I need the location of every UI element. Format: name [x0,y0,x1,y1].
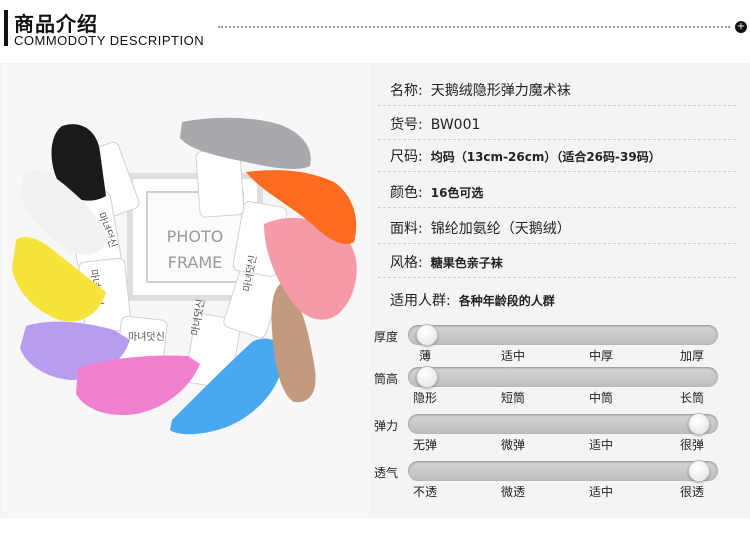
section-subtitle: COMMODOTY DESCRIPTION [14,33,205,48]
spec-value: 糖果色亲子袜 [430,256,503,270]
scale-tick-label: 中筒 [588,391,614,405]
sock-gray [180,117,311,169]
spec-value: 均码（13cm-26cm）（适合26码-39码） [430,150,661,164]
scale-tick-label: 不透 [412,485,438,499]
spec-row: 面料: 锦纶加氨纶（天鹅绒） [390,218,571,238]
scale-tick-label: 中厚 [588,349,614,363]
spec-label: 名称: [390,83,423,99]
spec-value: BW001 [430,117,481,133]
scale-track[interactable] [408,366,718,388]
spec-divider [378,277,736,278]
product-photo: PHOTO FRAME 마녀덧신 마녀덧신 마녀덧신 마녀덧신 마녀덧신 [2,64,370,516]
scale-tick-label: 很弹 [679,438,705,452]
sock-blue [170,338,284,435]
spec-value: 16色可选 [430,186,484,200]
spec-value: 天鹅绒隐形弹力魔术袜 [430,83,571,99]
spec-row: 颜色: 16色可选 [390,182,483,202]
scale-tick-label: 适中 [588,485,614,499]
spec-label: 货号: [390,117,423,133]
scale-knob[interactable] [416,324,438,346]
spec-label: 适用人群: [390,293,451,309]
header-accent-bar [4,10,8,46]
spec-divider [378,207,736,208]
sock-yellow [12,236,106,322]
scale-tick-label: 短筒 [500,391,526,405]
spec-divider [378,243,736,244]
scale-track[interactable] [408,460,718,482]
spec-row: 风格: 糖果色亲子袜 [390,252,503,272]
spec-divider [378,171,736,172]
spec-row: 货号: BW001 [390,114,480,134]
scale-knob[interactable] [416,366,438,388]
frame-text-2: FRAME [168,253,223,272]
scale-tick-label: 薄 [418,349,432,363]
scale-tick-label: 很透 [679,485,705,499]
spec-value: 锦纶加氨纶（天鹅绒） [430,221,571,237]
sock-beige [271,282,316,403]
scale-tick-label: 隐形 [412,391,438,405]
frame-text-1: PHOTO [167,227,224,246]
spec-label: 面料: [390,221,423,237]
scale-knob[interactable] [688,460,710,482]
section-title: 商品介绍 [14,12,98,36]
spec-divider [378,105,736,106]
spec-label: 颜色: [390,185,423,201]
scale-tick-label: 适中 [500,349,526,363]
socks-illustration: PHOTO FRAME 마녀덧신 마녀덧신 마녀덧신 마녀덧신 마녀덧신 [12,117,357,435]
scale-tick-label: 无弹 [412,438,438,452]
scale-knob[interactable] [688,413,710,435]
spec-row: 名称: 天鹅绒隐形弹力魔术袜 [390,80,571,100]
sock-pink-magenta [76,355,200,416]
spec-value: 各种年龄段的人群 [458,294,555,308]
sock-light-pink [264,217,357,320]
scale-label: 透气 [374,466,399,480]
spec-label: 风格: [390,255,423,271]
spec-divider [378,139,736,140]
spec-label: 尺码: [390,149,423,165]
divider-end-icon: + [735,21,747,33]
header-dotted-divider [218,26,730,28]
scale-tick-label: 长筒 [679,391,705,405]
sock-white [20,170,110,255]
spec-row: 尺码: 均码（13cm-26cm）（适合26码-39码） [390,146,661,166]
scale-tick-label: 加厚 [679,349,705,363]
scale-label: 筒高 [374,372,399,386]
scale-tick-label: 微透 [500,485,526,499]
sock-orange [246,170,357,244]
scale-tick-label: 适中 [588,438,614,452]
scale-label: 厚度 [374,330,399,344]
spec-row: 适用人群: 各种年龄段的人群 [390,290,555,310]
svg-text:마녀덧신: 마녀덧신 [128,331,165,343]
scale-tick-label: 微弹 [500,438,526,452]
sock-black [51,124,106,201]
scale-label: 弹力 [374,419,399,433]
scale-track[interactable] [408,324,718,346]
scale-track[interactable] [408,413,718,435]
